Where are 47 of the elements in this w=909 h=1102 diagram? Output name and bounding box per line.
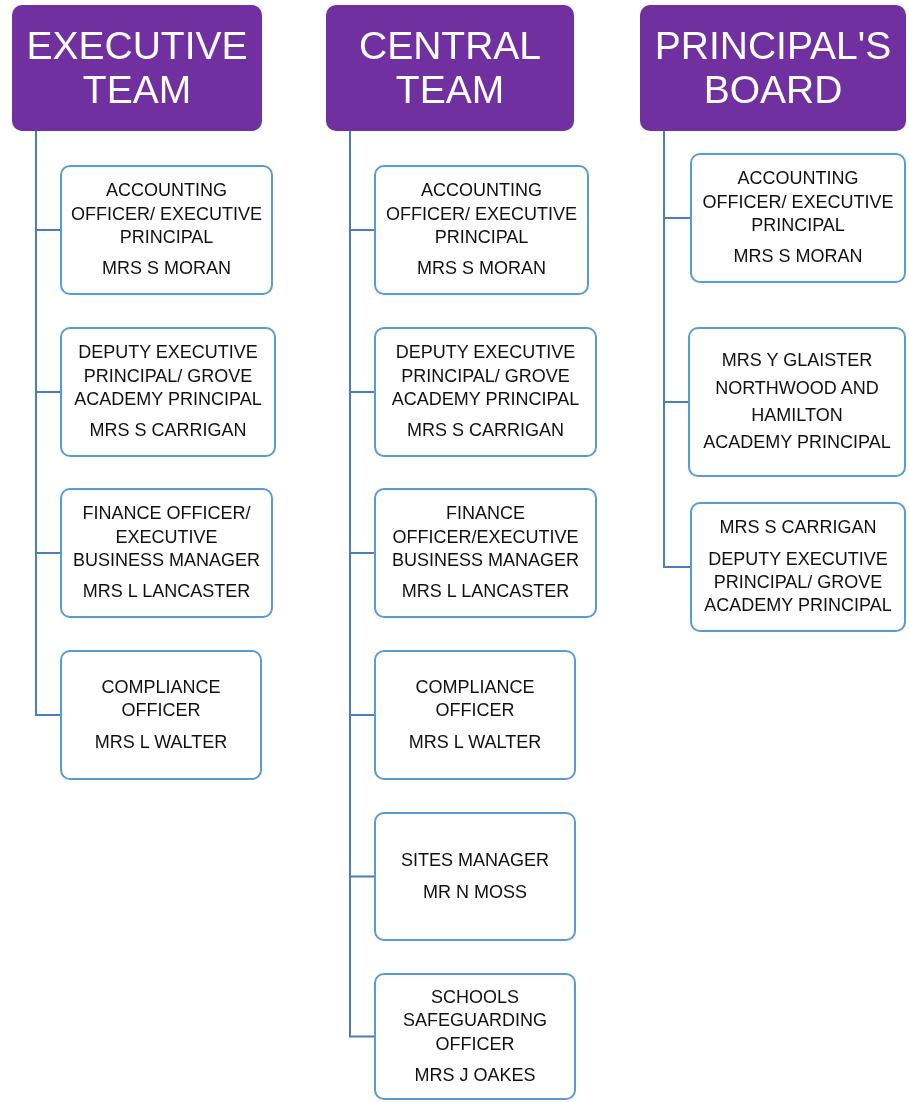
- role-box: [374, 165, 589, 295]
- role-text: FINANCE OFFICER/ EXECUTIVE BUSINESS MANAGER: [71, 502, 261, 572]
- team-header-box: [640, 5, 906, 131]
- role-text: ACADEMY PRINCIPAL: [703, 431, 891, 455]
- team-title: PRINCIPAL'S BOARD: [653, 24, 893, 112]
- role-text: SCHOOLS SAFEGUARDING OFFICER: [402, 985, 548, 1056]
- role-text: DEPUTY EXECUTIVE PRINCIPAL/ GROVE ACADEMY PRINCIPAL: [390, 341, 581, 411]
- role-box: [374, 973, 576, 1100]
- role-text: COMPLIANCE OFFICER: [100, 675, 222, 723]
- role-text: MRS J OAKES: [414, 1063, 536, 1087]
- role-text: DEPUTY EXECUTIVE PRINCIPAL/ GROVE ACADEMY PRINCIPAL: [703, 547, 893, 618]
- team-title: EXECUTIVE TEAM: [25, 24, 249, 112]
- role-box: [690, 153, 906, 283]
- role-box: [60, 327, 276, 457]
- role-box: [690, 502, 906, 632]
- role-box: [374, 812, 576, 941]
- role-box: [374, 327, 597, 457]
- role-text: MRS S MORAN: [417, 257, 546, 281]
- role-box: [688, 327, 906, 477]
- role-text: COMPLIANCE OFFICER: [414, 675, 536, 723]
- role-text: MRS S CARRIGAN: [407, 419, 564, 443]
- role-text: MRS L LANCASTER: [82, 580, 251, 604]
- role-text: HAMILTON: [751, 404, 843, 427]
- role-box: [60, 650, 262, 780]
- role-text: ACCOUNTING OFFICER/ EXECUTIVE PRINCIPAL: [385, 179, 578, 249]
- team-header-box: [12, 5, 262, 131]
- role-text: MRS L WALTER: [408, 730, 542, 754]
- role-text: FINANCE OFFICER/EXECUTIVE BUSINESS MANAGER: [390, 502, 580, 572]
- team-title: CENTRAL TEAM: [357, 24, 542, 112]
- role-text: MRS L LANCASTER: [401, 580, 570, 604]
- role-text: MRS S MORAN: [102, 257, 231, 281]
- role-text: MR N MOSS: [423, 880, 527, 904]
- team-header-box: [326, 5, 574, 131]
- role-box: [374, 650, 576, 780]
- role-box: [374, 488, 597, 618]
- role-text: ACCOUNTING OFFICER/ EXECUTIVE PRINCIPAL: [70, 179, 263, 249]
- role-text: MRS S MORAN: [733, 245, 863, 269]
- role-text: MRS L WALTER: [94, 730, 228, 754]
- role-text: SITES MANAGER: [401, 849, 549, 873]
- role-text: MRS S CARRIGAN: [719, 516, 877, 540]
- role-text: MRS Y GLAISTER: [721, 349, 873, 373]
- role-text: MRS S CARRIGAN: [89, 419, 247, 443]
- role-box: [60, 488, 273, 618]
- role-text: ACCOUNTING OFFICER/ EXECUTIVE PRINCIPAL: [701, 167, 895, 237]
- role-text: NORTHWOOD AND: [715, 376, 879, 400]
- role-box: [60, 165, 273, 295]
- role-text: DEPUTY EXECUTIVE PRINCIPAL/ GROVE ACADEMY PRINCIPAL: [73, 341, 263, 411]
